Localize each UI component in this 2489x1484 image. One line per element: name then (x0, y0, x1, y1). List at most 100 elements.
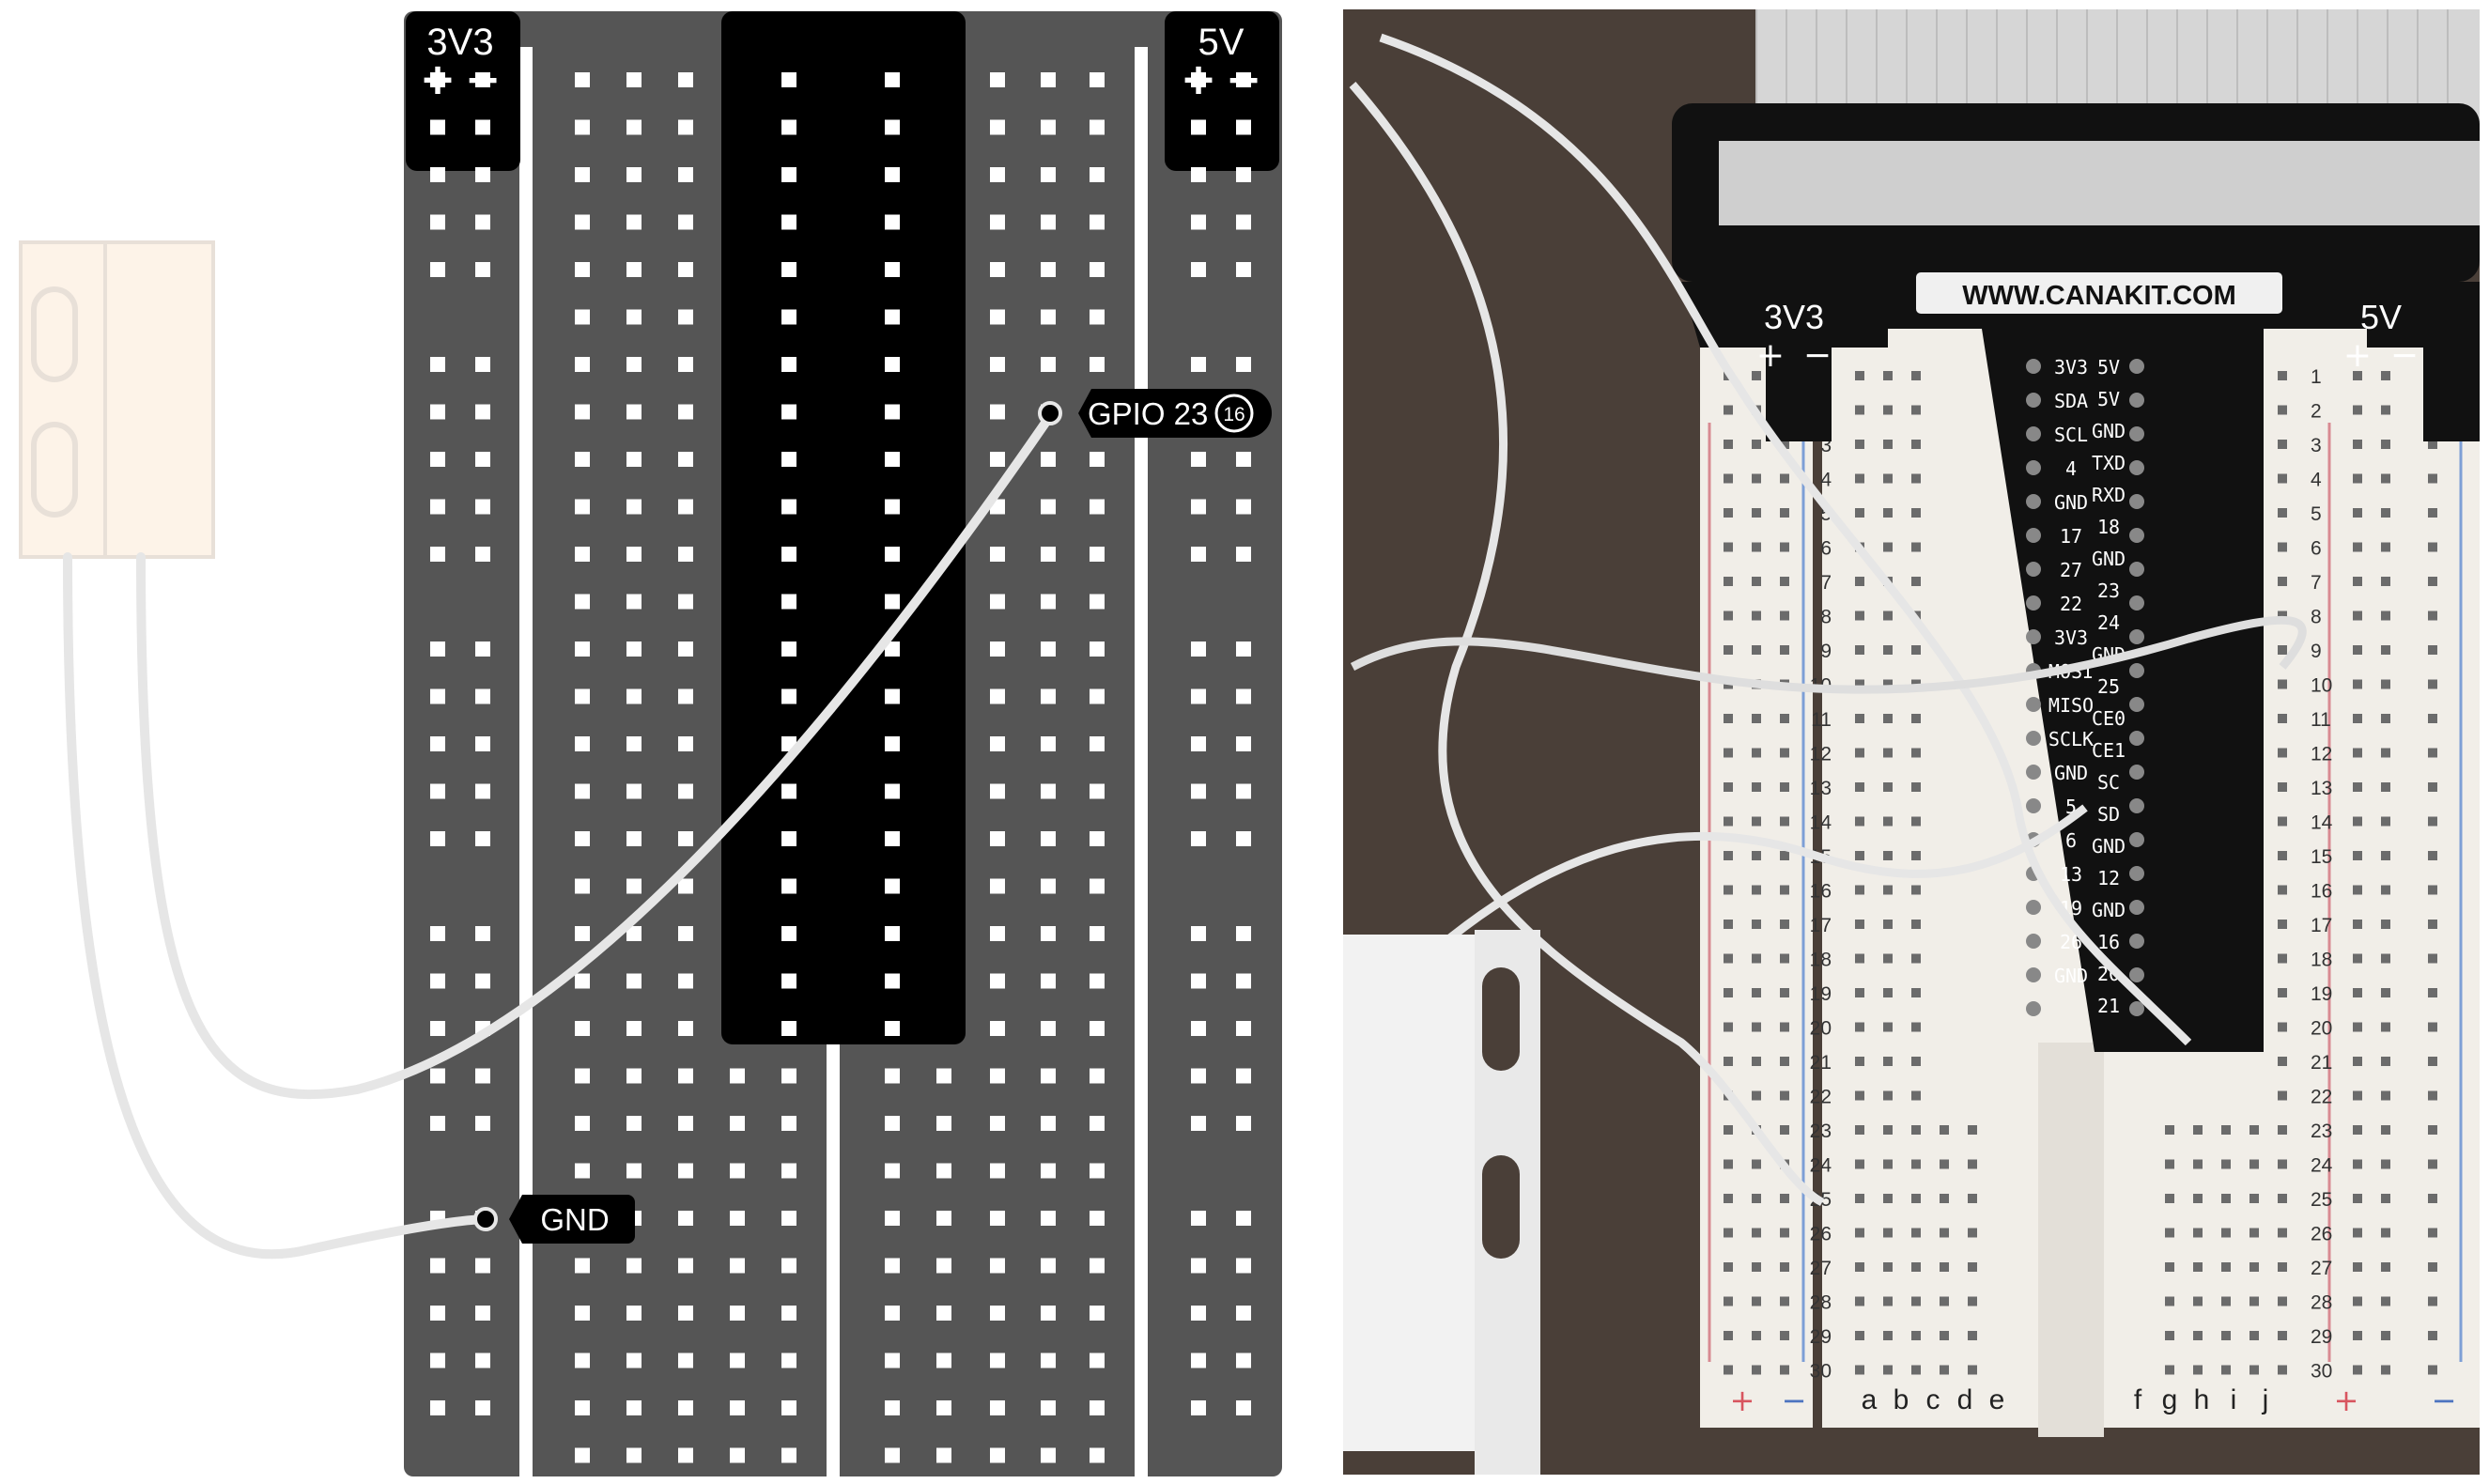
breadboard-hole (575, 452, 590, 467)
breakout-label-right: CE1 (2092, 739, 2126, 762)
row-number-right: 22 (2311, 1087, 2332, 1108)
row-number-right: 1 (2311, 366, 2322, 388)
breadboard-hole (1090, 1447, 1105, 1463)
photo-hole (1911, 1262, 1921, 1272)
breadboard-hole (990, 594, 1005, 610)
rail-left-label: 3V3 (426, 22, 493, 63)
breadboard-hole (678, 973, 693, 989)
breakout-pin (2026, 393, 2041, 408)
breadboard-hole (1191, 642, 1206, 657)
breadboard-hole (1090, 736, 1105, 751)
breakout-pin (2026, 1001, 2041, 1016)
photo-hole (1724, 577, 1733, 586)
breadboard-hole (678, 357, 693, 372)
photo-wire-d (1434, 804, 2088, 952)
photo-hole (1780, 748, 1789, 758)
photo-hole (2278, 816, 2287, 827)
breadboard-hole (781, 1068, 796, 1084)
photo-rail-left-minus: − (1803, 336, 1832, 375)
breadboard-hole (1090, 499, 1105, 515)
photo-hole (1724, 1296, 1733, 1306)
photo-hole (2278, 473, 2287, 484)
row-number-right: 21 (2311, 1052, 2332, 1074)
photo-hole (2353, 440, 2362, 449)
photo-hole (2381, 1022, 2390, 1032)
photo-hole (2381, 645, 2390, 655)
photo-hole (2249, 1125, 2259, 1135)
photo-hole (2278, 1090, 2287, 1101)
photo-hole (2165, 1125, 2174, 1135)
rail-left-plus: + (420, 54, 456, 104)
breadboard-hole (781, 1021, 796, 1036)
photo-hole (1780, 1228, 1789, 1238)
photo-hole (1883, 1159, 1893, 1169)
row-number-left: 28 (1810, 1292, 1832, 1314)
breakout-label-right: TXD (2092, 452, 2126, 474)
breakout-pin-dots (2026, 359, 2144, 1016)
breadboard-hole (1041, 594, 1056, 610)
breadboard-hole (990, 1400, 1005, 1415)
breadboard-hole (885, 452, 900, 467)
photo-hole (1883, 679, 1893, 689)
breadboard-hole (781, 499, 796, 515)
column-letter: c (1926, 1384, 1940, 1415)
photo-hole (2381, 508, 2390, 518)
gpio-header-strip (721, 11, 966, 1044)
breadboard-hole (781, 594, 796, 610)
photo-hole (2381, 851, 2390, 860)
photo-hole (1883, 1331, 1893, 1340)
photo-hole (2165, 1365, 2174, 1375)
photo-hole (1911, 1296, 1921, 1306)
breakout-pin (2129, 832, 2144, 847)
breadboard-hole (626, 736, 642, 751)
photo-hole (1855, 508, 1864, 518)
row-number-right: 27 (2311, 1258, 2332, 1279)
photo-hole (1724, 1228, 1733, 1238)
breadboard-hole (936, 1163, 951, 1179)
photo-hole (1752, 1090, 1761, 1101)
breadboard-hole (626, 831, 642, 846)
photo-hole (1780, 1125, 1789, 1135)
photo-hole (2381, 714, 2390, 723)
breadboard-hole (626, 357, 642, 372)
breadboard-hole (1090, 1068, 1105, 1084)
photo-hole (2278, 782, 2287, 792)
photo-hole (2193, 1159, 2203, 1169)
breadboard-hole (885, 1163, 900, 1179)
breadboard-hole (678, 926, 693, 941)
gnd-label: GND (540, 1202, 609, 1237)
photo-hole (1724, 611, 1733, 621)
breadboard-hole (1090, 309, 1105, 325)
photo-hole (1752, 714, 1761, 723)
breadboard-hole (626, 1021, 642, 1036)
photo-hole (2353, 1331, 2362, 1340)
breakout-pin (2026, 934, 2041, 949)
breadboard-hole (626, 783, 642, 799)
breadboard-hole (626, 262, 642, 277)
photo-hole (2381, 679, 2390, 689)
row-number-left: 19 (1810, 983, 1832, 1005)
breadboard-hole (885, 1258, 900, 1274)
photo-hole (2428, 714, 2437, 723)
breadboard-hole (1041, 1116, 1056, 1131)
photo-hole (1752, 920, 1761, 929)
breadboard-hole (575, 1400, 590, 1415)
photo-hole (2353, 405, 2362, 415)
column-letter: d (1957, 1384, 1973, 1415)
photo-hole (2428, 1022, 2437, 1032)
breadboard-hole (1090, 214, 1105, 230)
photo-hole (1968, 1296, 1977, 1306)
breadboard-hole (575, 1068, 590, 1084)
breadboard-hole (1236, 926, 1251, 941)
photo-hole (1855, 371, 1864, 380)
photo-hole (1724, 885, 1733, 895)
photo-hole (2428, 851, 2437, 860)
breakout-label-right: 23 (2097, 580, 2120, 602)
breakout-label-right: 5V (2097, 356, 2120, 379)
breadboard-hole (678, 783, 693, 799)
photo-hole (2278, 1194, 2287, 1203)
breadboard-hole (1236, 1021, 1251, 1036)
breadboard-hole (1236, 831, 1251, 846)
breakout-label-right: 24 (2097, 611, 2120, 634)
breadboard-hole (678, 262, 693, 277)
